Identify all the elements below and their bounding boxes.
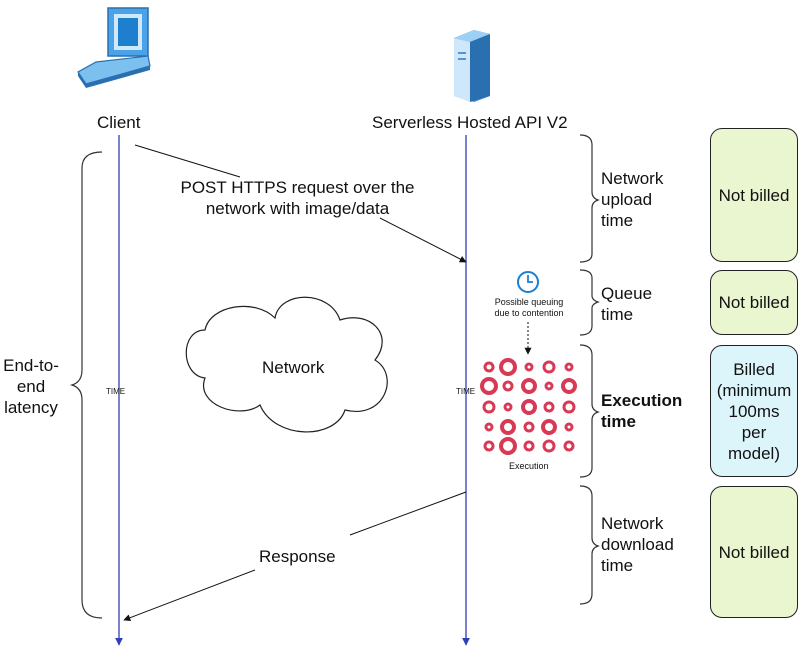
brace-execution [579, 344, 600, 478]
phase-execution-label: Execution time [601, 391, 683, 431]
billing-execution-text: Billed (minimum 100ms per model) [716, 359, 792, 463]
latency-brace [69, 151, 103, 619]
client-label: Client [97, 113, 141, 132]
billing-upload-box: Not billed [710, 128, 798, 262]
execution-dots-icon [480, 358, 577, 455]
server-label: Serverless Hosted API V2 [372, 113, 568, 132]
request-label: POST HTTPS request over the network with… [180, 178, 415, 218]
server-icon [454, 30, 490, 102]
network-cloud [185, 296, 388, 433]
server-time-label: TIME [456, 387, 476, 396]
phase-download-label: Network download time [601, 514, 674, 575]
billing-upload-text: Not billed [718, 185, 790, 205]
billing-execution-box: Billed (minimum 100ms per model) [710, 345, 798, 477]
clock-icon [517, 271, 539, 293]
queue-note: Possible queuing due to contention [494, 297, 564, 318]
response-arrow [124, 491, 467, 620]
brace-download [579, 485, 600, 605]
brace-queue [579, 269, 600, 336]
billing-download-text: Not billed [718, 542, 790, 562]
phase-queue-label: Queue time [601, 284, 653, 324]
execution-note: Execution [509, 461, 549, 471]
phase-upload-label: Network upload time [601, 169, 664, 230]
network-label: Network [262, 358, 325, 377]
billing-queue-text: Not billed [718, 293, 790, 312]
billing-download-box: Not billed [710, 486, 798, 618]
brace-upload [579, 134, 600, 263]
request-arrow [134, 144, 466, 262]
laptop-icon [77, 7, 151, 88]
response-label: Response [257, 546, 338, 567]
client-time-label: TIME [106, 387, 126, 396]
latency-label: End-to-end latency [3, 356, 59, 417]
billing-queue-box: Not billed [710, 270, 798, 335]
